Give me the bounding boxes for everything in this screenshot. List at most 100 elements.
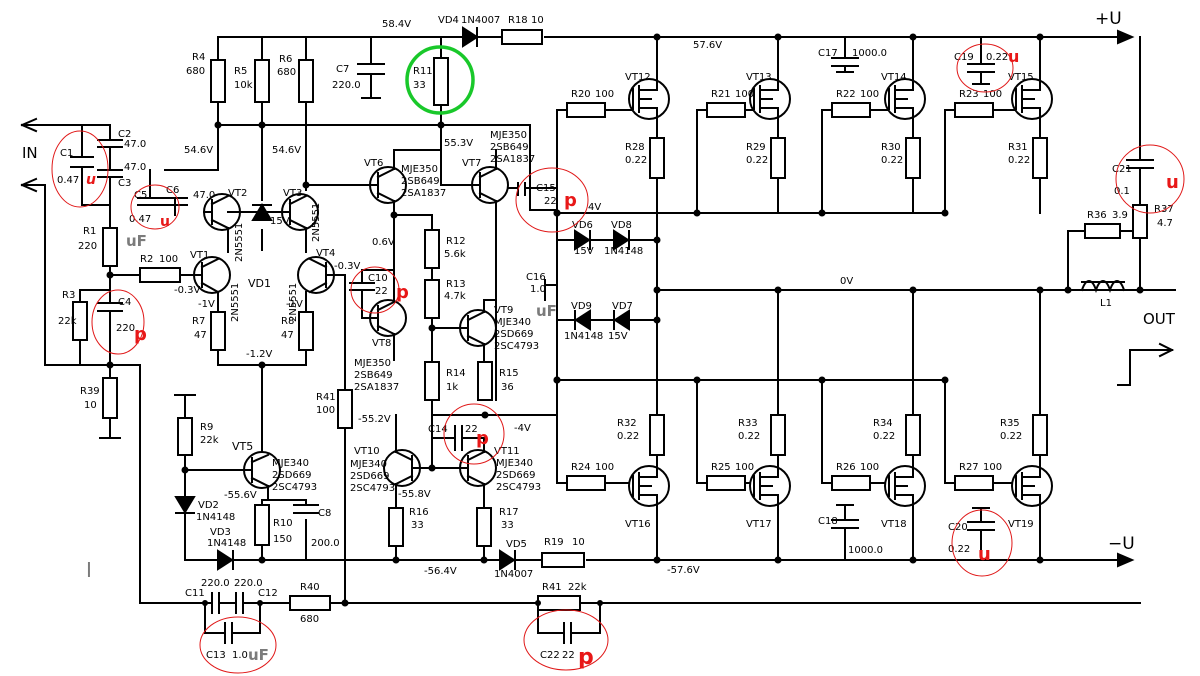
diode-vd3 [184, 549, 263, 571]
c7-value: 220.0 [332, 80, 361, 91]
capacitor-c20 [967, 507, 995, 561]
vd2-label: VD2 [198, 500, 219, 511]
vt8-part-3: 2SA1837 [354, 382, 399, 393]
c19-label: C19 [954, 52, 974, 63]
c7-label: C7 [336, 64, 349, 75]
resistor-r9 [177, 417, 193, 456]
c12-value: 220.0 [234, 578, 263, 589]
positive-rail-wire [217, 29, 1135, 45]
r34-value: 0.22 [873, 431, 895, 442]
c20-label: C20 [948, 522, 968, 533]
r6-label: R6 [279, 54, 292, 65]
vt1-label: VT1 [190, 250, 209, 261]
r2-value: 100 [159, 254, 178, 265]
r31-label: R31 [1008, 142, 1028, 153]
lower-gate-wire-1 [556, 379, 568, 484]
c3-value: 47.0 [124, 162, 146, 173]
lower-gate-junction-2 [693, 376, 701, 384]
resistor-r28 [649, 137, 665, 179]
mosfet-vt19-body [1015, 464, 1041, 506]
resistor-r17 [476, 507, 492, 547]
voltage-54-6-b: 54.6V [272, 145, 301, 156]
mosfet-vt12-body [632, 79, 658, 119]
r32-value: 0.22 [617, 431, 639, 442]
vt6-part-3: 2SA1837 [401, 188, 446, 199]
c20-mark-circle [951, 509, 1013, 577]
vd7-label: VD7 [612, 301, 633, 312]
resistor-r22 [831, 102, 871, 118]
c1-value: 0.47 [57, 175, 79, 186]
lower-gate-junction-3 [818, 376, 826, 384]
capacitor-c2-c3 [97, 124, 123, 206]
vt11-label: VT11 [494, 446, 520, 457]
r37-label: R37 [1154, 204, 1174, 215]
upper-gate-wire-2 [696, 109, 708, 214]
resistor-r13 [424, 279, 440, 319]
vt6-label: VT6 [364, 158, 383, 169]
lower-gate-wire-4 [944, 379, 956, 484]
c14-annotation: p [476, 428, 489, 449]
vt6-part-1: MJE350 [401, 164, 438, 175]
resistor-r31 [1032, 137, 1048, 179]
r15-value: 36 [501, 382, 514, 393]
vt18-label: VT18 [881, 519, 907, 530]
r30-label: R30 [881, 142, 901, 153]
r16-label: R16 [409, 507, 429, 518]
vd1-label: VD1 [248, 277, 271, 290]
voltage-0-6: 0.6V [372, 237, 395, 248]
c19-value: 0.22 [986, 52, 1008, 63]
c13-uf-annotation: uF [248, 646, 269, 664]
r10-value: 150 [273, 534, 292, 545]
r14-label: R14 [446, 368, 466, 379]
resistor-r6 [298, 59, 314, 103]
capacitor-c22 [537, 622, 601, 644]
vt4-label: VT4 [316, 248, 335, 259]
upper-rail-junction-4 [1036, 33, 1044, 41]
resistor-r1 [102, 227, 118, 267]
voltage-57-6: 57.6V [693, 40, 722, 51]
r16-value: 33 [411, 520, 424, 531]
c19-mark-circle [956, 43, 1014, 93]
resistor-r15 [477, 361, 493, 401]
r11-value: 33 [413, 80, 426, 91]
diode-vd7 [613, 309, 630, 331]
resistor-r19 [541, 552, 585, 568]
c13-mark-circle [199, 616, 277, 674]
capacitor-c1 [70, 124, 94, 206]
r3-value: 22k [58, 316, 77, 327]
r1-label: R1 [83, 226, 96, 237]
c16-label: C16 [526, 272, 546, 283]
resistor-r41-22k [537, 595, 581, 611]
r26-label: R26 [836, 462, 856, 473]
voltage-54-6-a: 54.6V [184, 145, 213, 156]
r22-label: R22 [836, 89, 856, 100]
c5-uf-annotation: uF [126, 232, 147, 250]
c4-annotation: p [134, 324, 147, 345]
c1-mark-circle [51, 130, 109, 208]
c10-value: 22 [375, 286, 388, 297]
c17-label: C17 [818, 48, 838, 59]
c14-mark-circle [443, 403, 505, 465]
vd3-part: 1N4148 [207, 538, 246, 549]
feedback-wire [139, 602, 261, 634]
r8-value: 47 [281, 330, 294, 341]
r3-label: R3 [62, 290, 75, 301]
vt10-part-3: 2SC4793 [350, 483, 395, 494]
lower-gate-junction-4 [941, 376, 949, 384]
c13-value: 1.0 [232, 650, 248, 661]
r40-value: 680 [300, 614, 319, 625]
capacitor-c13 [204, 622, 261, 644]
c10-annotation: p [396, 282, 409, 303]
c22-annotation: p [578, 645, 594, 670]
c11-value: 220.0 [201, 578, 230, 589]
capacitor-c18 [831, 504, 859, 561]
capacitor-c19 [967, 36, 995, 85]
vt2-part: 2N5551 [234, 223, 245, 262]
r41b-value: 22k [568, 582, 587, 593]
vt10-part-2: 2SD669 [350, 471, 390, 482]
negative-rail-label: −U [1108, 534, 1135, 554]
resistor-r34 [905, 414, 921, 456]
c16-value: 1.0 [530, 284, 546, 295]
r7-value: 47 [194, 330, 207, 341]
